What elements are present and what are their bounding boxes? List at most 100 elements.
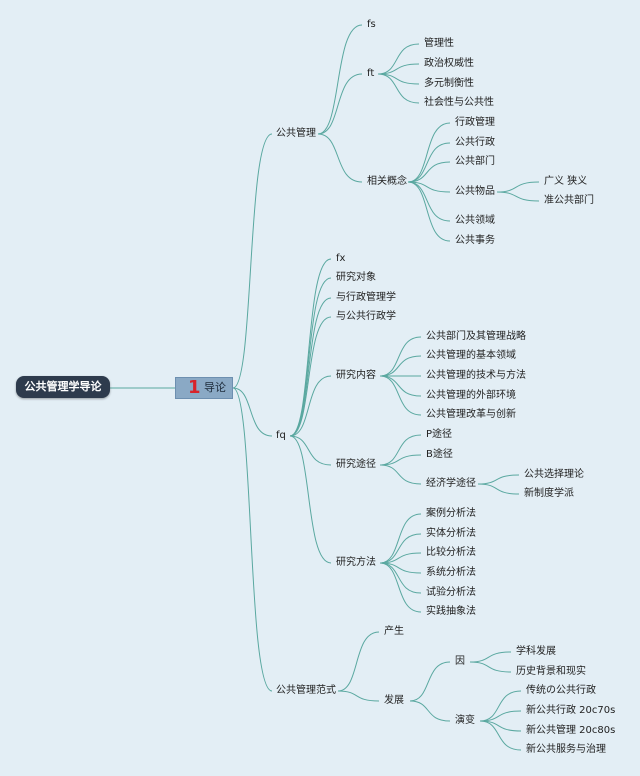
econ-connector: [477, 483, 520, 495]
cause-connector: [469, 651, 512, 663]
evolution-connector: [479, 720, 522, 732]
node-cause-item[interactable]: 学科发展: [516, 646, 556, 657]
node-method-item[interactable]: 试验分析法: [426, 587, 476, 598]
methods-connector: [379, 562, 422, 613]
node-related-concepts[interactable]: 相关概念: [367, 176, 407, 187]
node-content-item[interactable]: 公共管理的技术与方法: [426, 370, 526, 381]
public-management-connector: [317, 24, 363, 135]
node-ft-item[interactable]: 政治权威性: [424, 58, 474, 69]
content-connector: [379, 375, 422, 397]
node-evolution[interactable]: 演变: [455, 715, 475, 726]
approach-connector: [379, 454, 422, 466]
public-management-connector: [317, 133, 363, 183]
chapter-number: 1: [188, 377, 201, 398]
node-approach-item[interactable]: B途径: [426, 449, 453, 460]
fq-connector: [289, 375, 332, 437]
content-connector: [379, 336, 422, 377]
ft-connector: [377, 63, 420, 75]
fq-connector: [289, 297, 332, 437]
concepts-connector: [407, 181, 451, 242]
node-goods-sub[interactable]: 广义 狭义: [544, 176, 588, 187]
node-method-item[interactable]: 系统分析法: [426, 567, 476, 578]
node-ft-item[interactable]: 社会性与公共性: [424, 97, 494, 108]
ft-connector: [377, 43, 420, 75]
methods-connector: [379, 562, 422, 594]
node-relation[interactable]: 与行政管理学: [336, 292, 396, 303]
node-paradigm[interactable]: 公共管理范式: [276, 685, 336, 696]
node-goods-sub[interactable]: 准公共部门: [544, 195, 594, 206]
chapter-connector: [232, 387, 273, 437]
public-management-connector: [317, 73, 363, 135]
node-research-content[interactable]: 研究内容: [336, 370, 376, 381]
evolution-connector: [479, 720, 522, 751]
node-concept-item[interactable]: 行政管理: [455, 117, 495, 128]
fq-connector: [289, 435, 332, 466]
content-connector: [379, 375, 422, 416]
node-method-item[interactable]: 实体分析法: [426, 528, 476, 539]
node-ft[interactable]: ft: [367, 68, 375, 79]
econ-connector: [477, 474, 520, 485]
ft-connector: [377, 73, 420, 85]
node-fx[interactable]: fx: [336, 253, 346, 264]
node-content-item[interactable]: 公共管理的基本领域: [426, 350, 516, 361]
goods-connector: [496, 191, 540, 202]
evolution-connector: [479, 710, 522, 722]
node-birth[interactable]: 产生: [384, 626, 404, 637]
concepts-connector: [407, 161, 451, 183]
concepts-connector: [407, 181, 451, 222]
node-research-object[interactable]: 研究对象: [336, 272, 376, 283]
content-connector: [379, 355, 422, 377]
node-econ-approach[interactable]: 经济学途径: [426, 478, 476, 489]
fq-connector: [289, 435, 332, 564]
root-topic[interactable]: 公共管理学导论: [16, 376, 110, 398]
node-econ-item[interactable]: 公共选择理论: [524, 469, 584, 480]
node-cause-item[interactable]: 历史背景和现实: [516, 666, 586, 677]
node-concept-item[interactable]: 公共部门: [455, 156, 495, 167]
node-evolution-item[interactable]: 新公共服务与治理: [526, 744, 606, 755]
node-development[interactable]: 发展: [384, 695, 404, 706]
node-concept-item[interactable]: 公共事务: [455, 235, 495, 246]
node-cause[interactable]: 因: [455, 656, 465, 667]
paradigm-connector: [337, 631, 380, 692]
node-ft-item[interactable]: 管理性: [424, 38, 454, 49]
concepts-connector: [407, 122, 451, 183]
node-method-item[interactable]: 实践抽象法: [426, 606, 476, 617]
approach-connector: [379, 464, 422, 485]
development-connector: [409, 661, 451, 702]
chapter-connector: [232, 133, 273, 389]
node-concept-item[interactable]: 公共领域: [455, 215, 495, 226]
node-ft-item[interactable]: 多元制衡性: [424, 78, 474, 89]
development-connector: [409, 700, 451, 722]
node-research-approach[interactable]: 研究途径: [336, 459, 376, 470]
node-research-methods[interactable]: 研究方法: [336, 557, 376, 568]
node-method-item[interactable]: 比较分析法: [426, 547, 476, 558]
approach-connector: [379, 434, 422, 466]
node-econ-item[interactable]: 新制度学派: [524, 488, 574, 499]
node-evolution-item[interactable]: 传统の公共行政: [526, 685, 596, 696]
node-content-item[interactable]: 公共管理的外部环境: [426, 390, 516, 401]
node-evolution-item[interactable]: 新公共行政 20c70s: [526, 705, 616, 716]
node-public-management[interactable]: 公共管理: [276, 128, 316, 139]
paradigm-connector: [337, 690, 380, 702]
ft-connector: [377, 73, 420, 104]
node-relation[interactable]: 与公共行政学: [336, 311, 396, 322]
chapter-label: 导论: [204, 381, 226, 394]
node-approach-item[interactable]: P途径: [426, 429, 453, 440]
fq-connector: [289, 316, 332, 437]
chapter-connector: [232, 387, 273, 692]
concepts-connector: [407, 142, 451, 183]
node-concept-item[interactable]: 公共物品: [455, 186, 495, 197]
evolution-connector: [479, 690, 522, 722]
goods-connector: [496, 181, 540, 193]
node-content-item[interactable]: 公共部门及其管理战略: [426, 331, 526, 342]
node-method-item[interactable]: 案例分析法: [426, 508, 476, 519]
cause-connector: [469, 661, 512, 673]
chapter-topic[interactable]: 1 导论: [175, 377, 233, 399]
node-fs[interactable]: fs: [367, 19, 376, 30]
node-content-item[interactable]: 公共管理改革与创新: [426, 409, 516, 420]
node-evolution-item[interactable]: 新公共管理 20c80s: [526, 725, 616, 736]
node-fq[interactable]: fq: [276, 430, 286, 441]
node-concept-item[interactable]: 公共行政: [455, 137, 495, 148]
methods-connector: [379, 513, 422, 564]
